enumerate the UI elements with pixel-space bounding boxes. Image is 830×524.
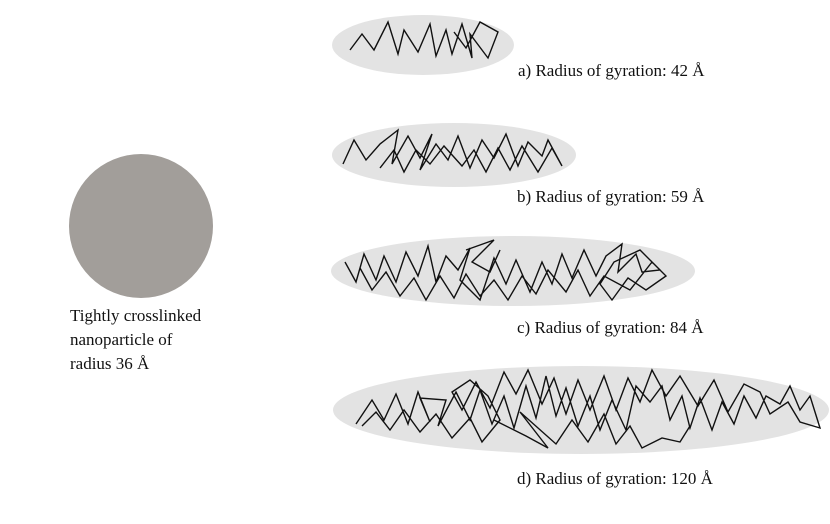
coil-c-envelope	[331, 236, 695, 306]
nanoparticle-caption-line-2: nanoparticle of	[70, 330, 173, 349]
coil-a-envelope	[332, 15, 514, 75]
nanoparticle-caption: Tightly crosslinked nanoparticle of radi…	[70, 304, 270, 376]
coil-a-label: a) Radius of gyration: 42 Å	[518, 61, 705, 80]
coil-d-envelope	[333, 366, 829, 454]
coil-a-chain	[349, 20, 499, 60]
coil-d: d) Radius of gyration: 120 Å	[333, 366, 829, 488]
coil-b-chain	[342, 128, 563, 174]
coil-c-chain	[344, 242, 668, 302]
coil-c-chain-loop	[465, 239, 501, 273]
nanoparticle-caption-line-1: Tightly crosslinked	[70, 306, 202, 325]
coil-d-chain-loop	[493, 411, 691, 449]
nanoparticle-caption-line-3: radius 36 Å	[70, 354, 150, 373]
coil-a: a) Radius of gyration: 42 Å	[332, 15, 705, 80]
coil-c-label: c) Radius of gyration: 84 Å	[517, 318, 704, 337]
coil-d-chain	[355, 368, 822, 444]
coil-c: c) Radius of gyration: 84 Å	[331, 236, 704, 337]
nanoparticle-circle	[69, 154, 213, 298]
coil-b-label: b) Radius of gyration: 59 Å	[517, 187, 705, 206]
coil-b-envelope	[332, 123, 576, 187]
coil-d-label: d) Radius of gyration: 120 Å	[517, 469, 714, 488]
coil-b: b) Radius of gyration: 59 Å	[332, 123, 705, 206]
